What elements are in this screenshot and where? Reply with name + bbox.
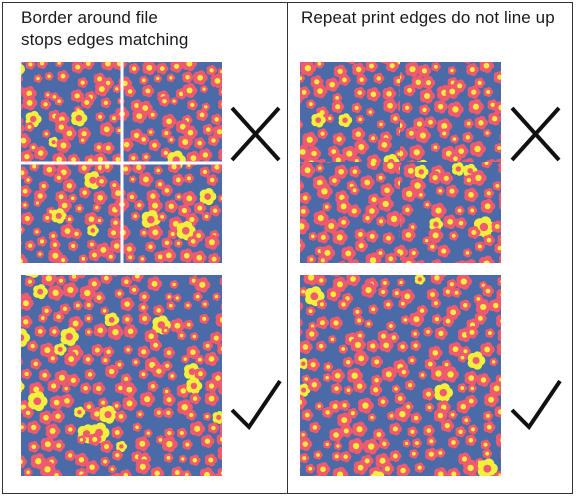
seamless-pattern-right [300, 275, 501, 476]
check-mark-icon [509, 378, 563, 435]
misaligned-repeat-pattern [300, 62, 501, 263]
check-mark-icon [229, 378, 283, 435]
bordered-tile-pattern [21, 62, 222, 263]
cross-mark-icon [509, 105, 563, 168]
cross-mark-icon [229, 105, 283, 168]
left-column-title: Border around file stops edges matching [21, 8, 189, 49]
column-divider [287, 2, 288, 494]
seamless-pattern-left [21, 275, 222, 476]
right-column-title: Repeat print edges do not line up [301, 8, 555, 27]
